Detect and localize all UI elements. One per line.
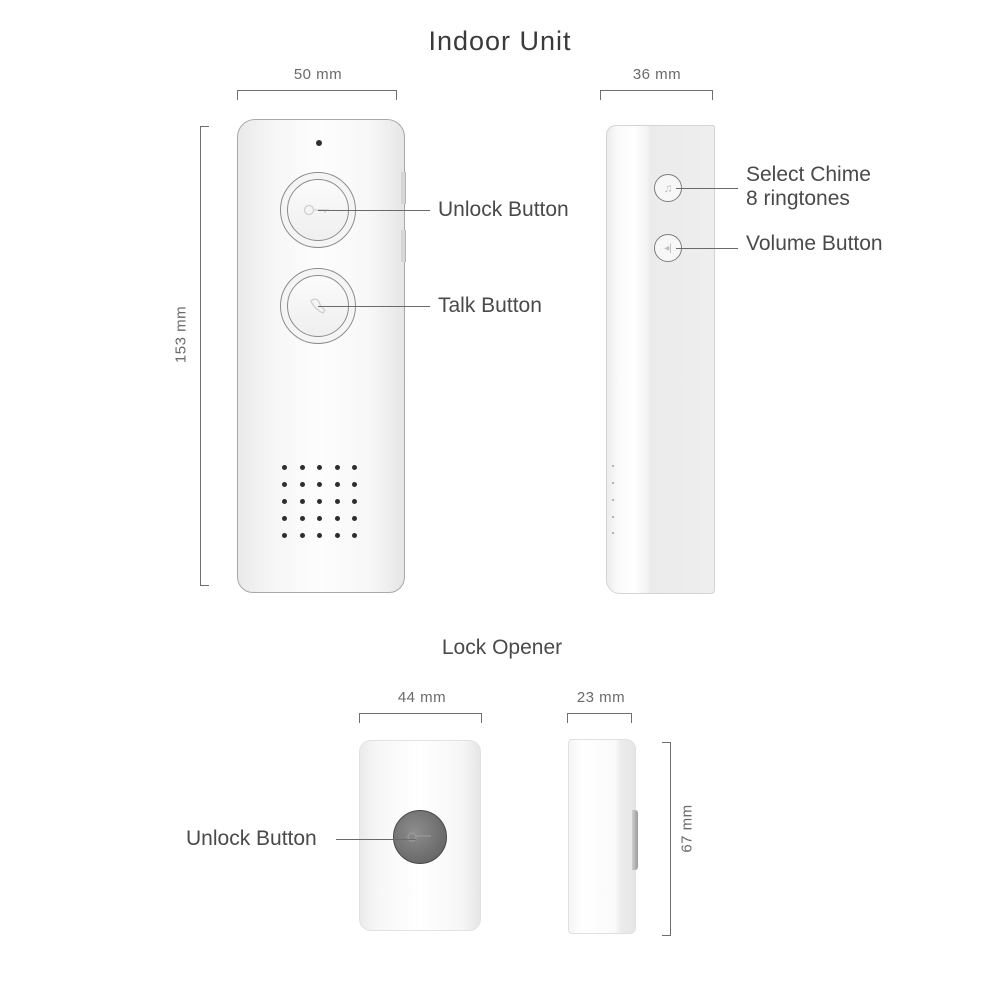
lock-unlock-button[interactable] [393, 810, 447, 864]
indoor-width-bracket [237, 90, 397, 100]
side-vent-tick [612, 532, 614, 534]
lock-unlock-button-label: Unlock Button [186, 827, 317, 850]
lock-height-bracket [662, 742, 671, 936]
select-chime-label-line2: 8 ringtones [746, 187, 850, 210]
side-vent-tick [612, 465, 614, 467]
indoor-depth-bracket [600, 90, 713, 100]
talk-leader-line [318, 306, 430, 307]
indoor-unit-side [606, 125, 715, 594]
indoor-height-label: 153 mm [172, 305, 190, 364]
lock-opener-title: Lock Opener [441, 636, 563, 659]
lock-width-bracket [359, 713, 482, 723]
indoor-height-bracket [200, 126, 209, 586]
volume-leader-line [676, 248, 738, 249]
indoor-depth-label: 36 mm [632, 66, 682, 83]
side-vent-tick [612, 516, 614, 518]
lock-depth-label: 23 mm [576, 689, 626, 706]
music-note-icon: ♫ [663, 181, 673, 195]
unlock-leader-line [318, 210, 430, 211]
lock-height-label: 67 mm [678, 804, 696, 853]
select-chime-label: Select Chime 8 ringtones [746, 163, 871, 211]
lock-width-label: 44 mm [397, 689, 447, 706]
chime-leader-line [676, 188, 738, 189]
lock-opener-side [568, 739, 636, 934]
microphone-hole [316, 140, 322, 146]
select-chime-label-line1: Select Chime [746, 163, 871, 186]
lock-side-button-profile [632, 810, 638, 870]
side-key-top [401, 172, 406, 204]
side-vent-tick [612, 482, 614, 484]
indoor-unit-title: Indoor Unit [428, 26, 572, 56]
unlock-button-label: Unlock Button [438, 198, 569, 221]
indoor-width-label: 50 mm [293, 66, 343, 83]
key-icon [407, 832, 431, 842]
lock-depth-bracket [567, 713, 632, 723]
lock-unlock-leader-line [336, 839, 416, 840]
speaker-grille [282, 465, 358, 538]
talk-button-label: Talk Button [438, 294, 542, 317]
side-vent-tick [612, 499, 614, 501]
side-key-bottom [401, 230, 406, 262]
volume-icon: ◂| [664, 242, 672, 254]
volume-button-label: Volume Button [746, 232, 883, 255]
